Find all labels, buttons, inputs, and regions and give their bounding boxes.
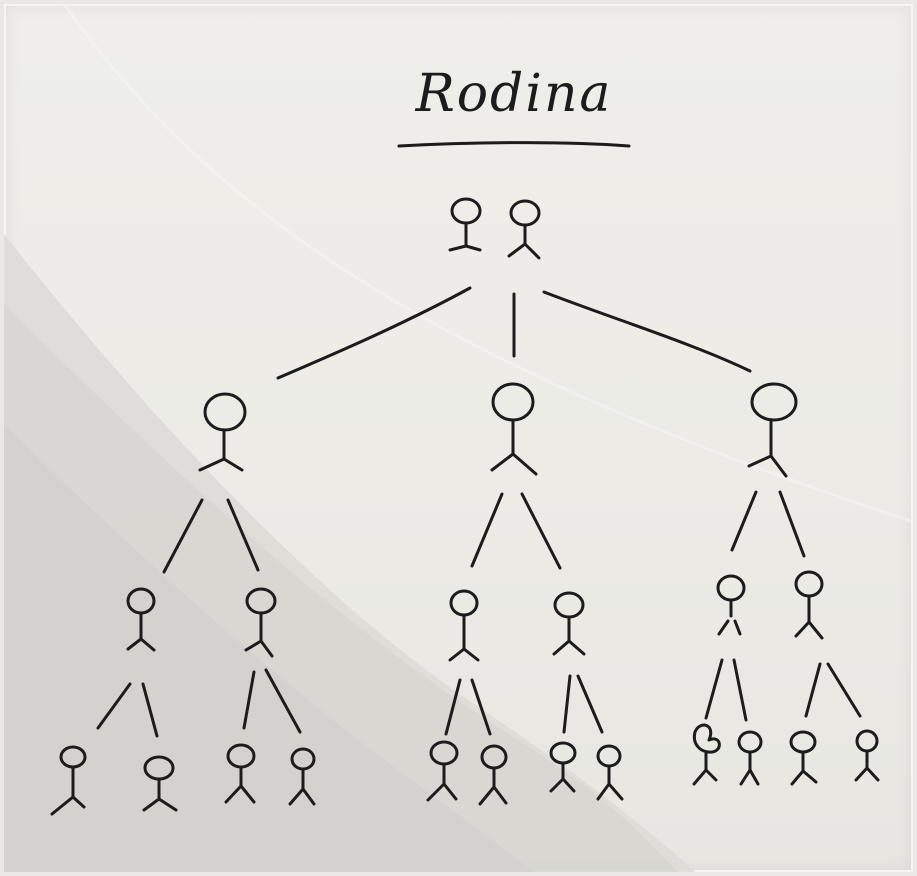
connector-line: [562, 674, 572, 734]
connector-line: [730, 490, 758, 552]
stick-figure: [288, 747, 316, 806]
stick-figure: [789, 730, 818, 786]
stick-figure: [737, 730, 763, 786]
connector-line: [732, 658, 748, 722]
connector-line: [576, 674, 604, 734]
connector-line: [96, 682, 132, 730]
stick-figure: [448, 197, 482, 252]
stick-figure: [747, 382, 798, 478]
stick-figure: [794, 570, 824, 640]
connector-line: [520, 492, 562, 570]
stick-figure: [716, 574, 746, 636]
connector-line: [444, 678, 462, 736]
stick-figure: [552, 591, 586, 656]
stick-figure: [448, 589, 480, 662]
connector-line: [141, 682, 159, 738]
stick-figure: [426, 740, 459, 802]
stick-figure: [478, 744, 508, 806]
connector-line: [162, 498, 204, 574]
connector-line: [542, 290, 752, 373]
connector-line: [826, 662, 862, 718]
stick-figure: [142, 755, 178, 812]
connector-line: [704, 658, 724, 720]
stick-figure: [507, 199, 541, 260]
stick-figure: [244, 587, 277, 658]
connector-line: [804, 662, 822, 718]
stick-figure: [549, 741, 577, 793]
stick-figure: [50, 745, 87, 816]
family-tree: [50, 141, 880, 816]
stick-figure: [198, 392, 247, 472]
stick-figure: [596, 744, 624, 801]
connector-line: [276, 286, 472, 380]
stick-figure: [692, 723, 721, 786]
diagram-title: Rodina: [415, 64, 613, 124]
stick-figure: [854, 729, 880, 782]
connector-line: [264, 668, 302, 734]
connector-line: [242, 670, 256, 730]
title-underline: [397, 141, 631, 148]
background-swoosh: [4, 4, 913, 872]
stick-figure: [490, 382, 538, 476]
connector-line: [226, 498, 260, 572]
stick-figure: [224, 743, 256, 804]
connector-line: [470, 492, 504, 568]
connector-line: [778, 490, 806, 558]
stick-figure: [126, 587, 156, 652]
root-couple: [448, 197, 541, 260]
connector-line: [470, 678, 492, 736]
